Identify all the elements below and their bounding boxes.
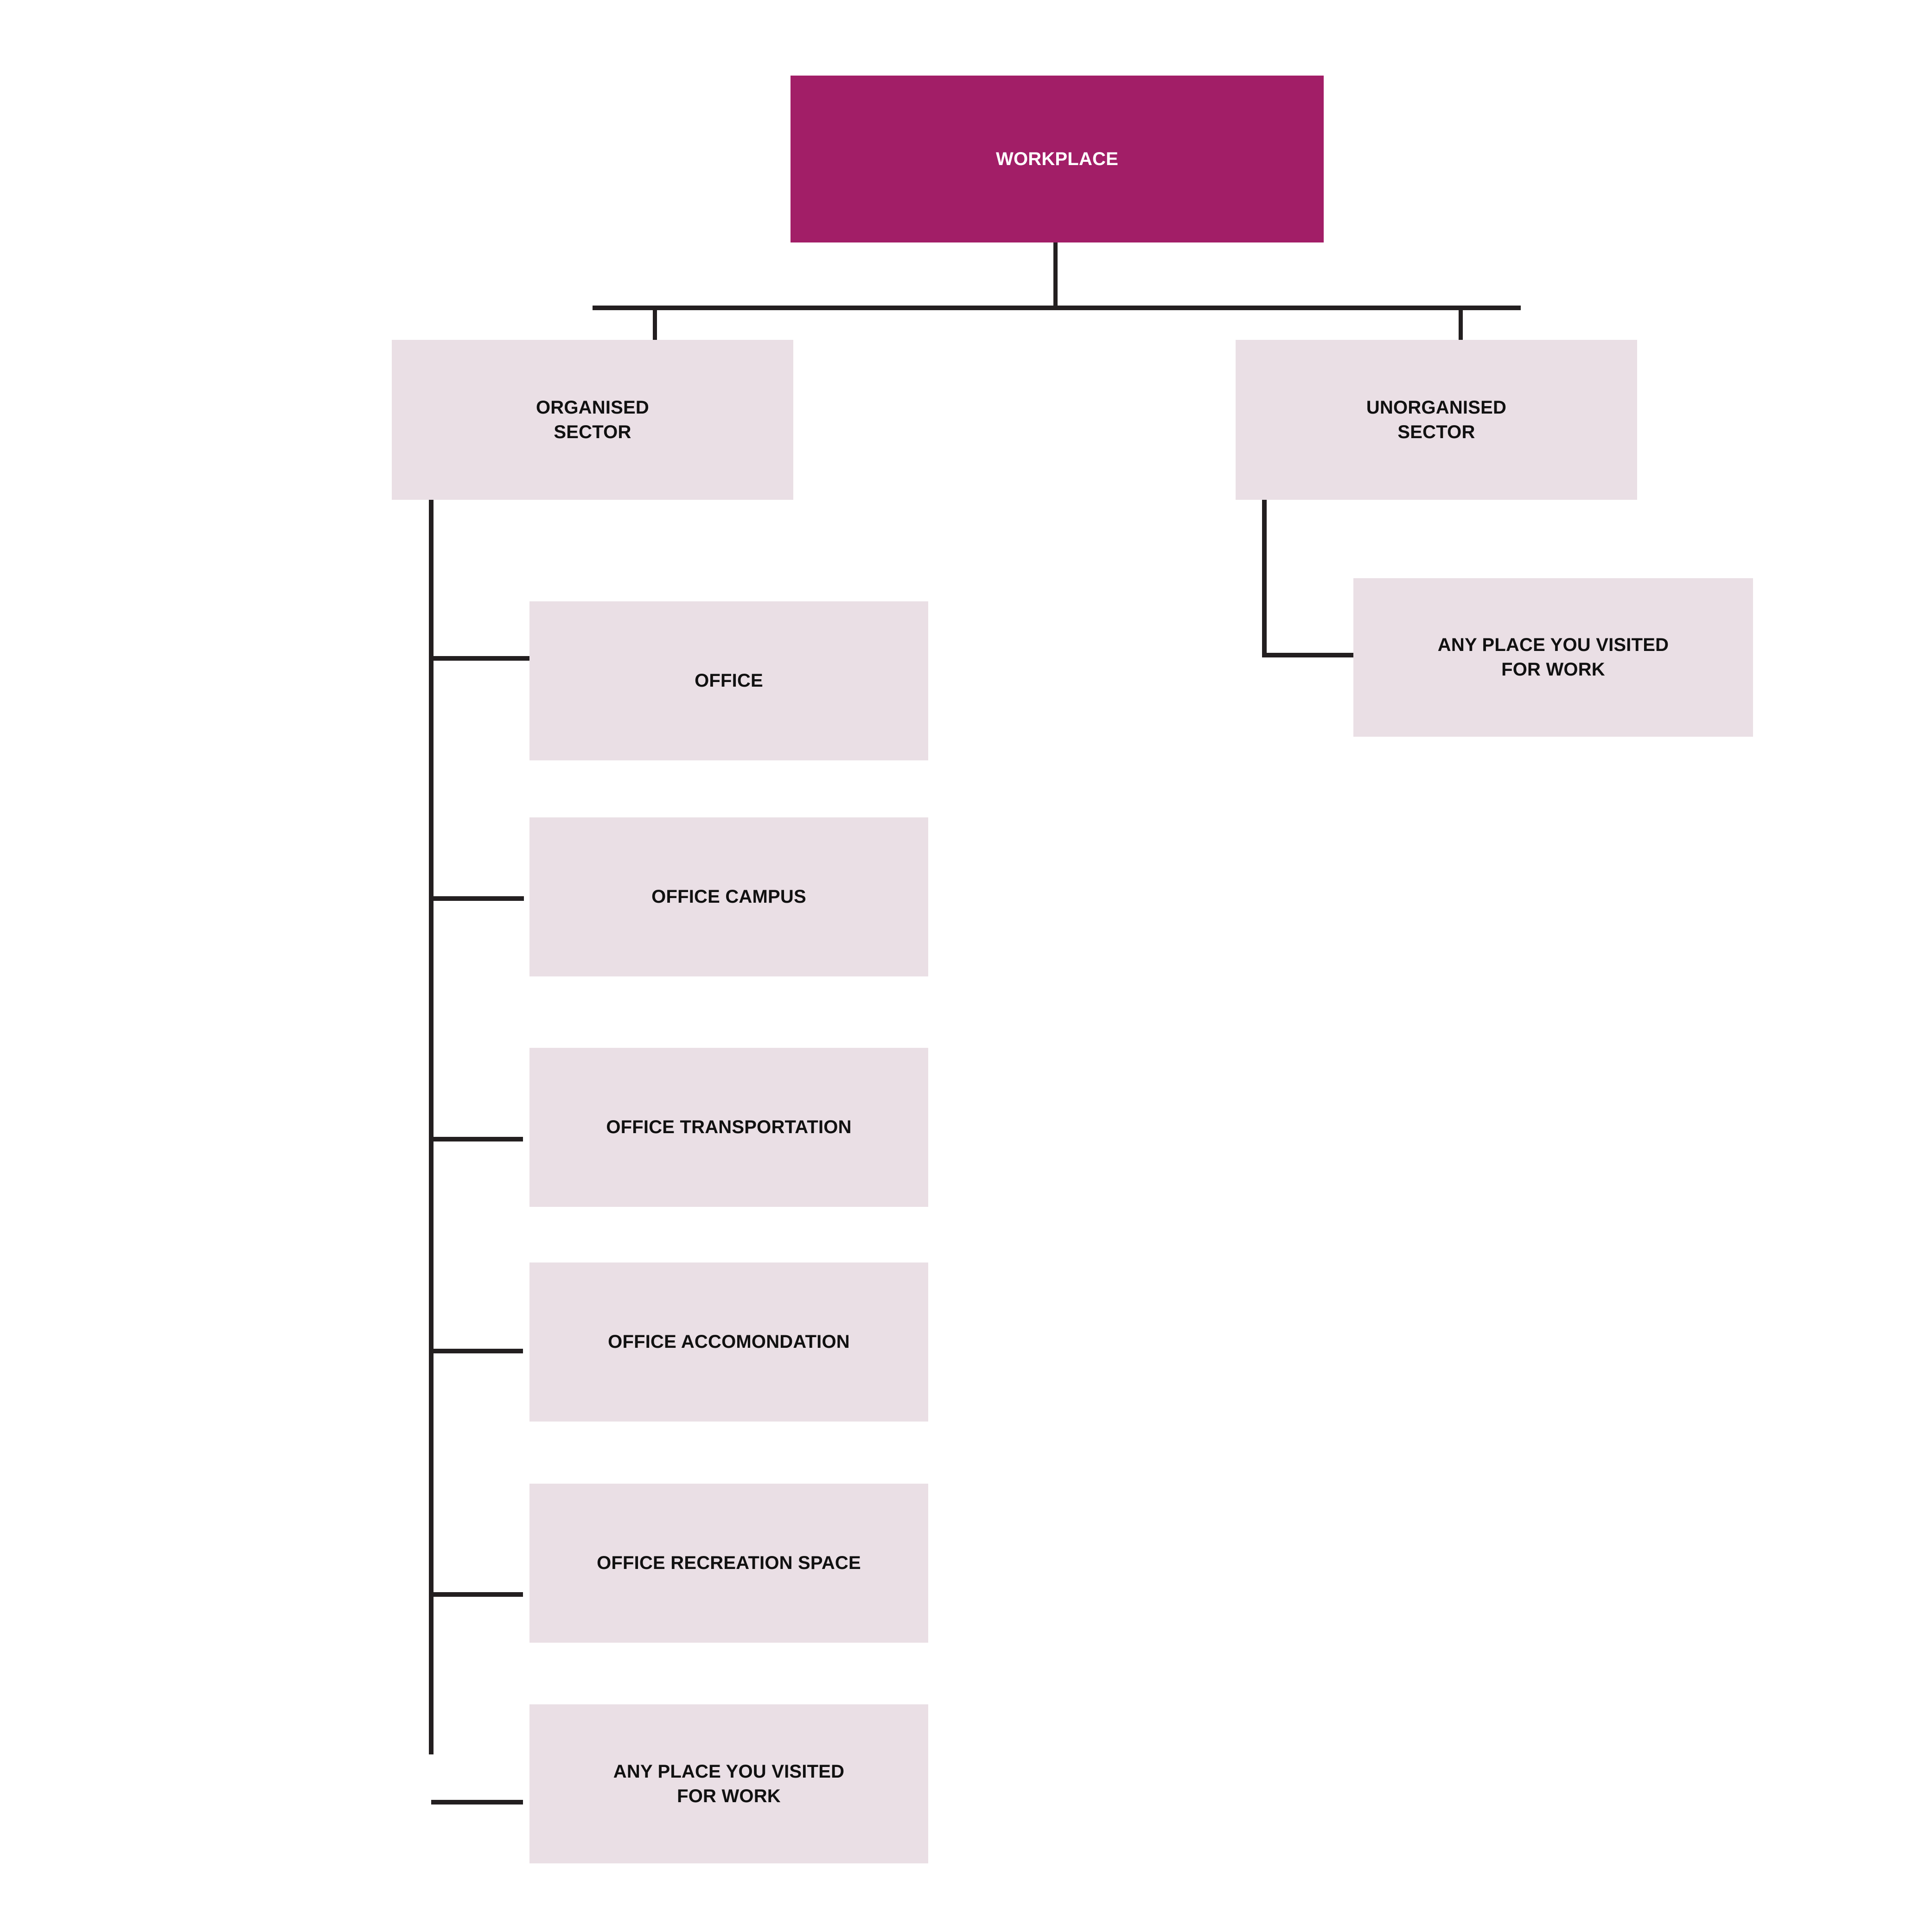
node-office-recreation-space-label: OFFICE RECREATION SPACE	[597, 1553, 861, 1574]
connector-organised-spine	[429, 500, 434, 1754]
node-any-place-visited-unorganised-label: ANY PLACE YOU VISITED FOR WORK	[1437, 635, 1669, 680]
connector-stub-office-campus	[431, 896, 524, 901]
node-office-accomondation-label: OFFICE ACCOMONDATION	[608, 1332, 850, 1352]
connector-stub-any-place-organised	[431, 1800, 523, 1804]
node-any-place-visited-organised[interactable]: ANY PLACE YOU VISITED FOR WORK	[529, 1704, 928, 1863]
node-workplace[interactable]: WORKPLACE	[791, 76, 1324, 242]
connector-root-drop	[1053, 242, 1058, 309]
connector-unorganised-spine	[1262, 500, 1267, 657]
connector-stub-office-accomondation	[431, 1349, 523, 1353]
connector-stub-office	[431, 656, 529, 661]
node-any-place-visited-unorganised[interactable]: ANY PLACE YOU VISITED FOR WORK	[1353, 578, 1753, 737]
connector-stub-any-place-unorganised	[1262, 653, 1355, 657]
node-unorganised-sector[interactable]: UNORGANISED SECTOR	[1236, 340, 1637, 500]
node-office-campus[interactable]: OFFICE CAMPUS	[529, 817, 928, 976]
node-office-campus-label: OFFICE CAMPUS	[651, 886, 806, 907]
node-office-transportation-label: OFFICE TRANSPORTATION	[606, 1117, 852, 1138]
node-organised-sector-label: ORGANISED SECTOR	[536, 397, 650, 442]
connector-stub-office-transportation	[431, 1137, 523, 1141]
node-office-transportation[interactable]: OFFICE TRANSPORTATION	[529, 1048, 928, 1207]
connector-to-unorganised	[1459, 309, 1463, 342]
connector-stub-office-recreation	[431, 1592, 523, 1597]
node-office[interactable]: OFFICE	[529, 601, 928, 760]
node-any-place-visited-organised-label: ANY PLACE YOU VISITED FOR WORK	[613, 1761, 845, 1806]
node-office-accomondation[interactable]: OFFICE ACCOMONDATION	[529, 1262, 928, 1422]
node-workplace-label: WORKPLACE	[995, 148, 1118, 169]
node-office-recreation-space[interactable]: OFFICE RECREATION SPACE	[529, 1484, 928, 1643]
connector-junction-bar	[593, 306, 1521, 310]
node-unorganised-sector-label: UNORGANISED SECTOR	[1366, 397, 1507, 442]
node-organised-sector[interactable]: ORGANISED SECTOR	[392, 340, 793, 500]
connector-to-organised	[653, 309, 657, 342]
node-office-label: OFFICE	[695, 670, 763, 691]
